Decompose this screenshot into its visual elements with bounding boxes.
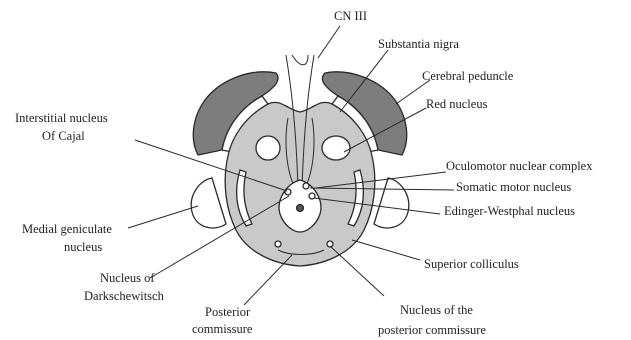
label-darkschewitsch-line2: Darkschewitsch (84, 289, 165, 303)
medial-geniculate-left-shape (191, 178, 226, 228)
medial-geniculate-right-shape (374, 178, 409, 228)
label-oculomotor-complex: Oculomotor nuclear complex (446, 159, 593, 173)
label-cn3: CN III (334, 9, 367, 23)
label-superior-colliculus: Superior colliculus (424, 257, 519, 271)
label-nucleus-post-comm-line2: posterior commissure (378, 323, 486, 337)
leader-cerebral-peduncle (396, 80, 430, 104)
label-medial-geniculate-line2: nucleus (64, 240, 102, 254)
darkschewitsch-dot (275, 241, 281, 247)
label-interstitial-line2: Of Cajal (42, 129, 85, 143)
label-nucleus-post-comm-line1: Nucleus of the (400, 303, 473, 317)
interstitial-nucleus-dot (285, 189, 291, 195)
label-interstitial-line1: Interstitial nucleus (15, 111, 108, 125)
somatic-motor-dot (303, 183, 309, 189)
label-red-nucleus: Red nucleus (426, 97, 488, 111)
leader-superior-colliculus (352, 240, 420, 260)
red-nucleus-left (256, 136, 280, 160)
label-somatic-motor: Somatic motor nucleus (456, 180, 571, 194)
label-darkschewitsch-line1: Nucleus of (100, 271, 155, 285)
leader-nucleus-post-comm (330, 246, 384, 296)
label-substantia-nigra: Substantia nigra (378, 37, 459, 51)
label-cerebral-peduncle: Cerebral peduncle (422, 69, 514, 83)
label-posterior-commissure-line1: Posterior (205, 305, 251, 319)
label-medial-geniculate-line1: Medial geniculate (22, 222, 112, 236)
red-nucleus-right (322, 136, 350, 160)
label-edinger-westphal: Edinger-Westphal nucleus (444, 204, 575, 218)
leader-posterior-commissure (244, 255, 292, 305)
leader-medial-geniculate (128, 206, 198, 228)
label-posterior-commissure-line2: commissure (192, 322, 253, 336)
leader-cn3 (318, 26, 340, 58)
cerebral-aqueduct (297, 205, 304, 212)
